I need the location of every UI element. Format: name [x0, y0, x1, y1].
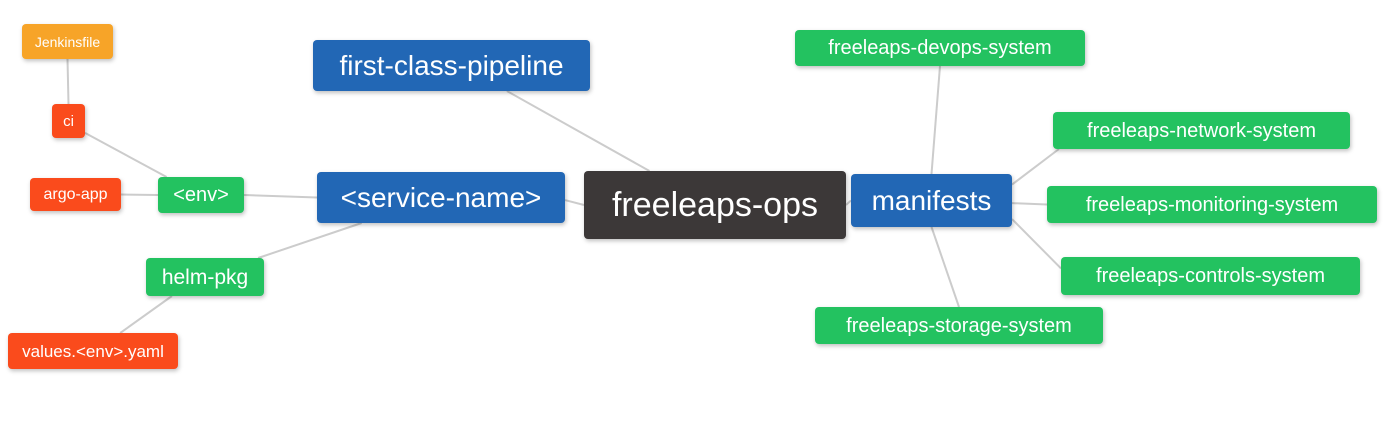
- node-network-system[interactable]: freeleaps-network-system: [1053, 112, 1350, 149]
- edge-freeleaps-ops-manifests: [845, 199, 852, 206]
- node-devops-system[interactable]: freeleaps-devops-system: [795, 30, 1085, 66]
- node-controls-system[interactable]: freeleaps-controls-system: [1061, 257, 1360, 295]
- edge-manifests-storage-system: [930, 226, 960, 308]
- node-first-class-pipeline[interactable]: first-class-pipeline: [313, 40, 590, 91]
- edge-argo-app-env: [120, 193, 159, 196]
- edge-ci-env: [84, 132, 168, 178]
- node-values-env-yaml[interactable]: values.<env>.yaml: [8, 333, 178, 369]
- edge-manifests-devops-system: [930, 65, 941, 175]
- node-storage-system[interactable]: freeleaps-storage-system: [815, 307, 1103, 344]
- node-manifests[interactable]: manifests: [851, 174, 1012, 227]
- edge-service-name-freeleaps-ops: [564, 199, 585, 206]
- edge-manifests-controls-system: [1011, 218, 1062, 270]
- edge-first-class-pipeline-freeleaps-ops: [506, 90, 650, 172]
- edge-env-service-name: [243, 194, 318, 199]
- edge-helm-pkg-values-env-yaml: [119, 295, 173, 334]
- edge-service-name-helm-pkg: [257, 222, 362, 259]
- edge-manifests-network-system: [1011, 148, 1060, 186]
- edge-manifests-monitoring-system: [1011, 202, 1048, 206]
- node-env[interactable]: <env>: [158, 177, 244, 213]
- node-monitoring-system[interactable]: freeleaps-monitoring-system: [1047, 186, 1377, 223]
- node-argo-app[interactable]: argo-app: [30, 178, 121, 211]
- node-service-name[interactable]: <service-name>: [317, 172, 565, 223]
- node-helm-pkg[interactable]: helm-pkg: [146, 258, 264, 296]
- node-jenkinsfile[interactable]: Jenkinsfile: [22, 24, 113, 59]
- node-freeleaps-ops[interactable]: freeleaps-ops: [584, 171, 846, 239]
- node-ci[interactable]: ci: [52, 104, 85, 138]
- edge-jenkinsfile-ci: [66, 58, 70, 105]
